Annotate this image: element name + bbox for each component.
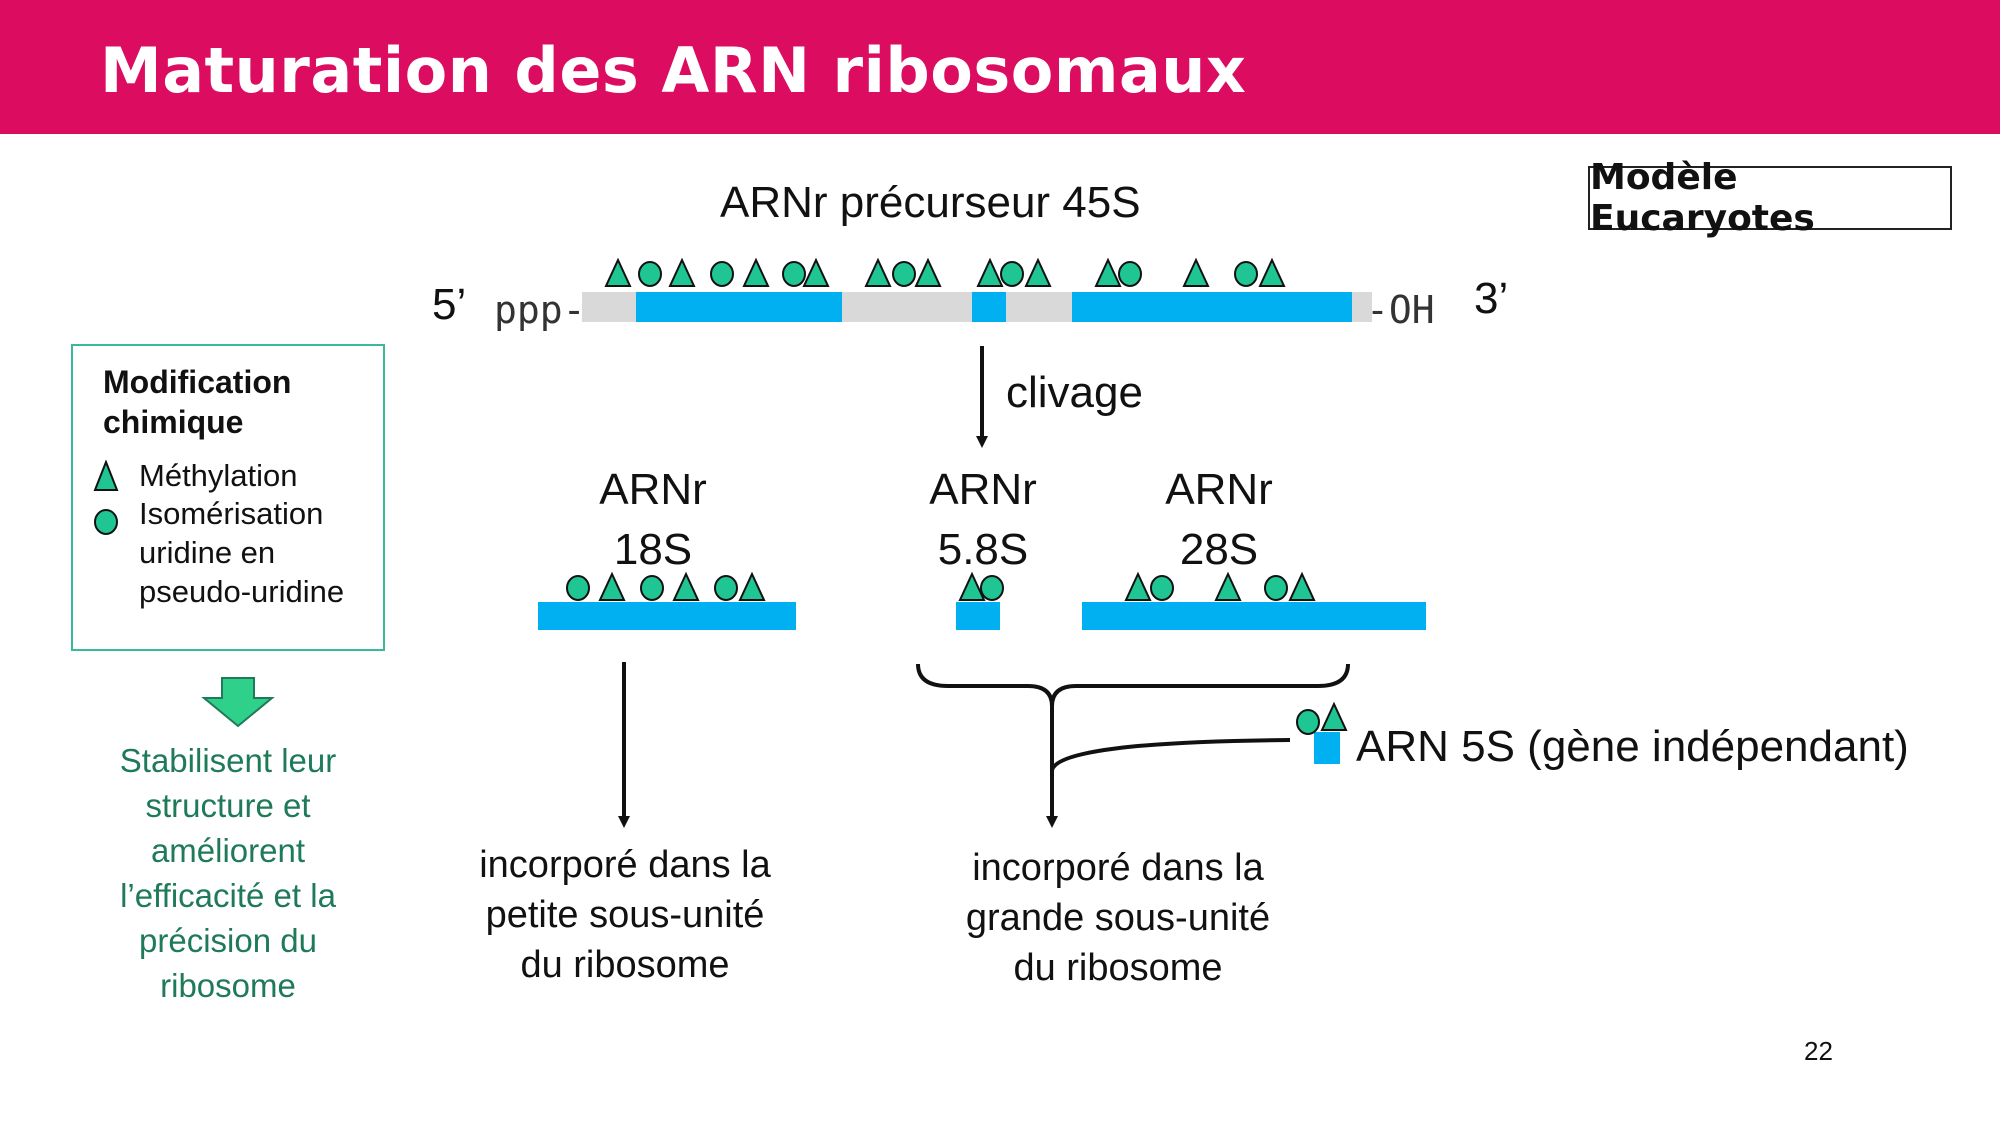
legend-methylation: Méthylation: [139, 458, 298, 493]
arn-5s-connector: [1050, 738, 1291, 771]
title-bar: Maturation des ARN ribosomaux: [0, 0, 2000, 134]
small-subunit-line: du ribosome: [520, 944, 730, 986]
isomerisation-circle: [1234, 261, 1258, 287]
methylation-triangle: [1214, 571, 1242, 601]
rrna-5-8s-line2: 5.8S: [937, 525, 1029, 574]
rrna-18s-line2: 18S: [613, 525, 693, 574]
isomerisation-circle: [892, 261, 916, 287]
mature-modifications: [566, 571, 1316, 601]
precursor-title: ARNr précurseur 45S: [720, 178, 1141, 227]
methylation-triangle: [1094, 257, 1122, 287]
methylation-triangle: [672, 571, 700, 601]
slide-title: Maturation des ARN ribosomaux: [100, 34, 1247, 107]
large-subunit-line: incorporé dans la: [972, 847, 1264, 889]
cleavage-label: clivage: [1006, 368, 1143, 417]
isomerisation-circle: [1118, 261, 1142, 287]
methylation-triangle: [976, 257, 1004, 287]
methylation-triangle: [1182, 257, 1210, 287]
rrna-18s-segment: [636, 292, 842, 322]
arn-5s-label: ARN 5S (gène indépendant): [1356, 722, 1909, 771]
methylation-triangle: [598, 571, 626, 601]
isomerisation-circle: [640, 575, 664, 601]
isomerisation-circle: [1150, 575, 1174, 601]
large-subunit-line: du ribosome: [1013, 947, 1223, 989]
legend-title-line1: Modification: [103, 364, 292, 400]
isomerisation-circle: [1000, 261, 1024, 287]
rrna-18s-bar: [538, 602, 796, 630]
five-prime-label: 5’: [432, 280, 467, 329]
legend-isomerisation-line: uridine en: [139, 535, 276, 570]
legend-box: Modification chimique Méthylation Isomér…: [71, 344, 385, 651]
methylation-triangle: [738, 571, 766, 601]
isomerisation-circle: [638, 261, 662, 287]
rrna-28s-segment: [1072, 292, 1352, 322]
effect-line: améliorent: [150, 832, 306, 869]
precursor-rna: [582, 292, 1372, 322]
methylation-triangle: [742, 257, 770, 287]
rrna-5-8s-segment: [972, 292, 1006, 322]
effect-text: Stabilisent leur structure et améliorent…: [80, 738, 376, 1008]
small-subunit-line: petite sous-unité: [485, 894, 765, 936]
rrna-28s-bar: [1082, 602, 1426, 630]
rrna-18s-line1: ARNr: [599, 465, 707, 514]
rrna-28s-line2: 28S: [1179, 525, 1259, 574]
three-prime-label: 3’: [1474, 274, 1509, 323]
isomerisation-circle: [980, 575, 1004, 601]
legend-isomerisation: Isomérisation uridine en pseudo-uridine: [139, 494, 344, 611]
rrna-5-8s-line1: ARNr: [929, 465, 1037, 514]
methylation-triangle: [668, 257, 696, 287]
rrna-5-8s-label: ARNr 5.8S: [888, 460, 1078, 580]
effect-line: Stabilisent leur: [119, 742, 337, 779]
arn-5s-bar: [1314, 732, 1340, 764]
large-subunit-brace: [916, 663, 1350, 707]
methylation-triangle: [1024, 257, 1052, 287]
circle-icon: [94, 509, 118, 535]
precursor-modifications: [604, 257, 1286, 287]
methylation-triangle: [864, 257, 892, 287]
methylation-triangle: [914, 257, 942, 287]
triphosphate-label: ppp-: [494, 288, 586, 332]
isomerisation-circle: [782, 261, 806, 287]
effect-line: précision du: [139, 922, 317, 959]
small-subunit-text: incorporé dans la petite sous-unité du r…: [440, 840, 810, 990]
rrna-28s-label: ARNr 28S: [1126, 460, 1312, 580]
effect-line: ribosome: [160, 967, 296, 1004]
legend-title-line2: chimique: [103, 404, 244, 440]
methylation-triangle: [802, 257, 830, 287]
methylation-triangle: [958, 571, 986, 601]
isomerisation-circle: [710, 261, 734, 287]
rrna-18s-label: ARNr 18S: [560, 460, 746, 580]
isomerisation-circle: [566, 575, 590, 601]
isomerisation-circle: [1296, 709, 1320, 735]
isomerisation-circle: [714, 575, 738, 601]
legend-isomerisation-line: Isomérisation: [139, 496, 324, 531]
methylation-triangle: [1258, 257, 1286, 287]
legend-title: Modification chimique: [103, 362, 291, 442]
effect-line: l’efficacité et la: [120, 877, 336, 914]
large-subunit-line: grande sous-unité: [965, 897, 1271, 939]
triangle-icon: [93, 460, 119, 491]
methylation-triangle: [1124, 571, 1152, 601]
isomerisation-circle: [1264, 575, 1288, 601]
rrna-28s-line1: ARNr: [1165, 465, 1273, 514]
methylation-triangle: [1320, 701, 1348, 731]
hydroxyl-label: -OH: [1366, 288, 1435, 332]
legend-isomerisation-line: pseudo-uridine: [139, 574, 345, 609]
methylation-triangle: [1288, 571, 1316, 601]
down-arrow-icon: [201, 677, 275, 728]
rrna-5-8s-bar: [956, 602, 1000, 630]
page-number: 22: [1804, 1036, 1833, 1066]
effect-line: structure et: [145, 787, 311, 824]
methylation-triangle: [604, 257, 632, 287]
large-subunit-text: incorporé dans la grande sous-unité du r…: [918, 843, 1318, 993]
small-subunit-line: incorporé dans la: [479, 844, 771, 886]
